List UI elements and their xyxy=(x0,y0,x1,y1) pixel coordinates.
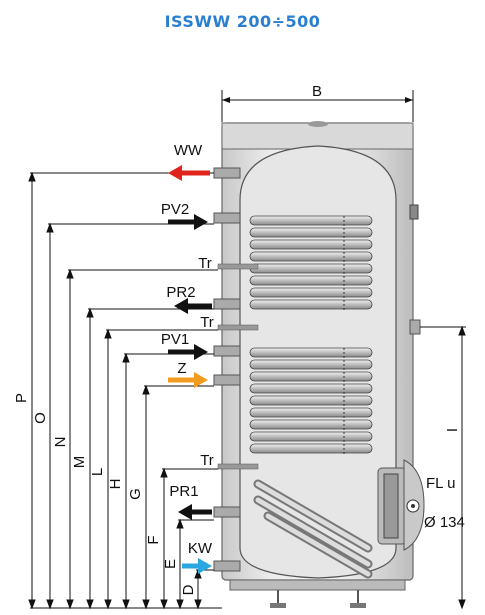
label-kw: KW xyxy=(188,540,213,557)
dim-label-n: N xyxy=(52,437,69,448)
kw-arrow xyxy=(182,558,212,574)
pipe-stubs xyxy=(213,167,259,572)
dimension-b: B xyxy=(221,83,414,122)
vertical-dimensions xyxy=(28,171,466,610)
dim-label-m: M xyxy=(71,456,88,469)
dim-label-h: H xyxy=(107,479,124,490)
dim-label-o: O xyxy=(32,412,49,424)
dimension-b-label: B xyxy=(312,83,322,100)
label-pr1: PR1 xyxy=(169,483,198,500)
ww-arrow xyxy=(168,165,210,181)
label-tr-2: Tr xyxy=(200,314,214,331)
z-arrow xyxy=(168,372,208,388)
label-z: Z xyxy=(177,360,186,377)
label-flange-diameter: Ø 134 xyxy=(424,514,465,531)
label-pv1: PV1 xyxy=(161,331,189,348)
dim-label-e: E xyxy=(162,559,179,569)
label-tr-3: Tr xyxy=(200,452,214,469)
label-pr2: PR2 xyxy=(166,284,195,301)
bottom-coil xyxy=(253,479,373,579)
label-fl: FL u xyxy=(426,475,455,492)
dim-label-i: I xyxy=(444,428,461,432)
dim-label-p: P xyxy=(13,393,30,403)
dim-label-g: G xyxy=(127,488,144,500)
label-tr-1: Tr xyxy=(198,255,212,272)
lower-coil xyxy=(249,347,373,454)
diagram-title: ISSWW 200÷500 xyxy=(164,12,321,31)
dim-label-f: F xyxy=(145,535,162,544)
flange xyxy=(377,459,425,551)
dim-label-d: D xyxy=(180,584,197,595)
label-pv2: PV2 xyxy=(161,201,189,218)
dim-label-l: L xyxy=(89,468,106,476)
pv2-arrow xyxy=(168,214,208,230)
pv1-arrow xyxy=(168,344,208,360)
pr1-arrow xyxy=(178,504,212,520)
pr2-arrow xyxy=(174,298,212,314)
label-ww: WW xyxy=(174,142,203,159)
